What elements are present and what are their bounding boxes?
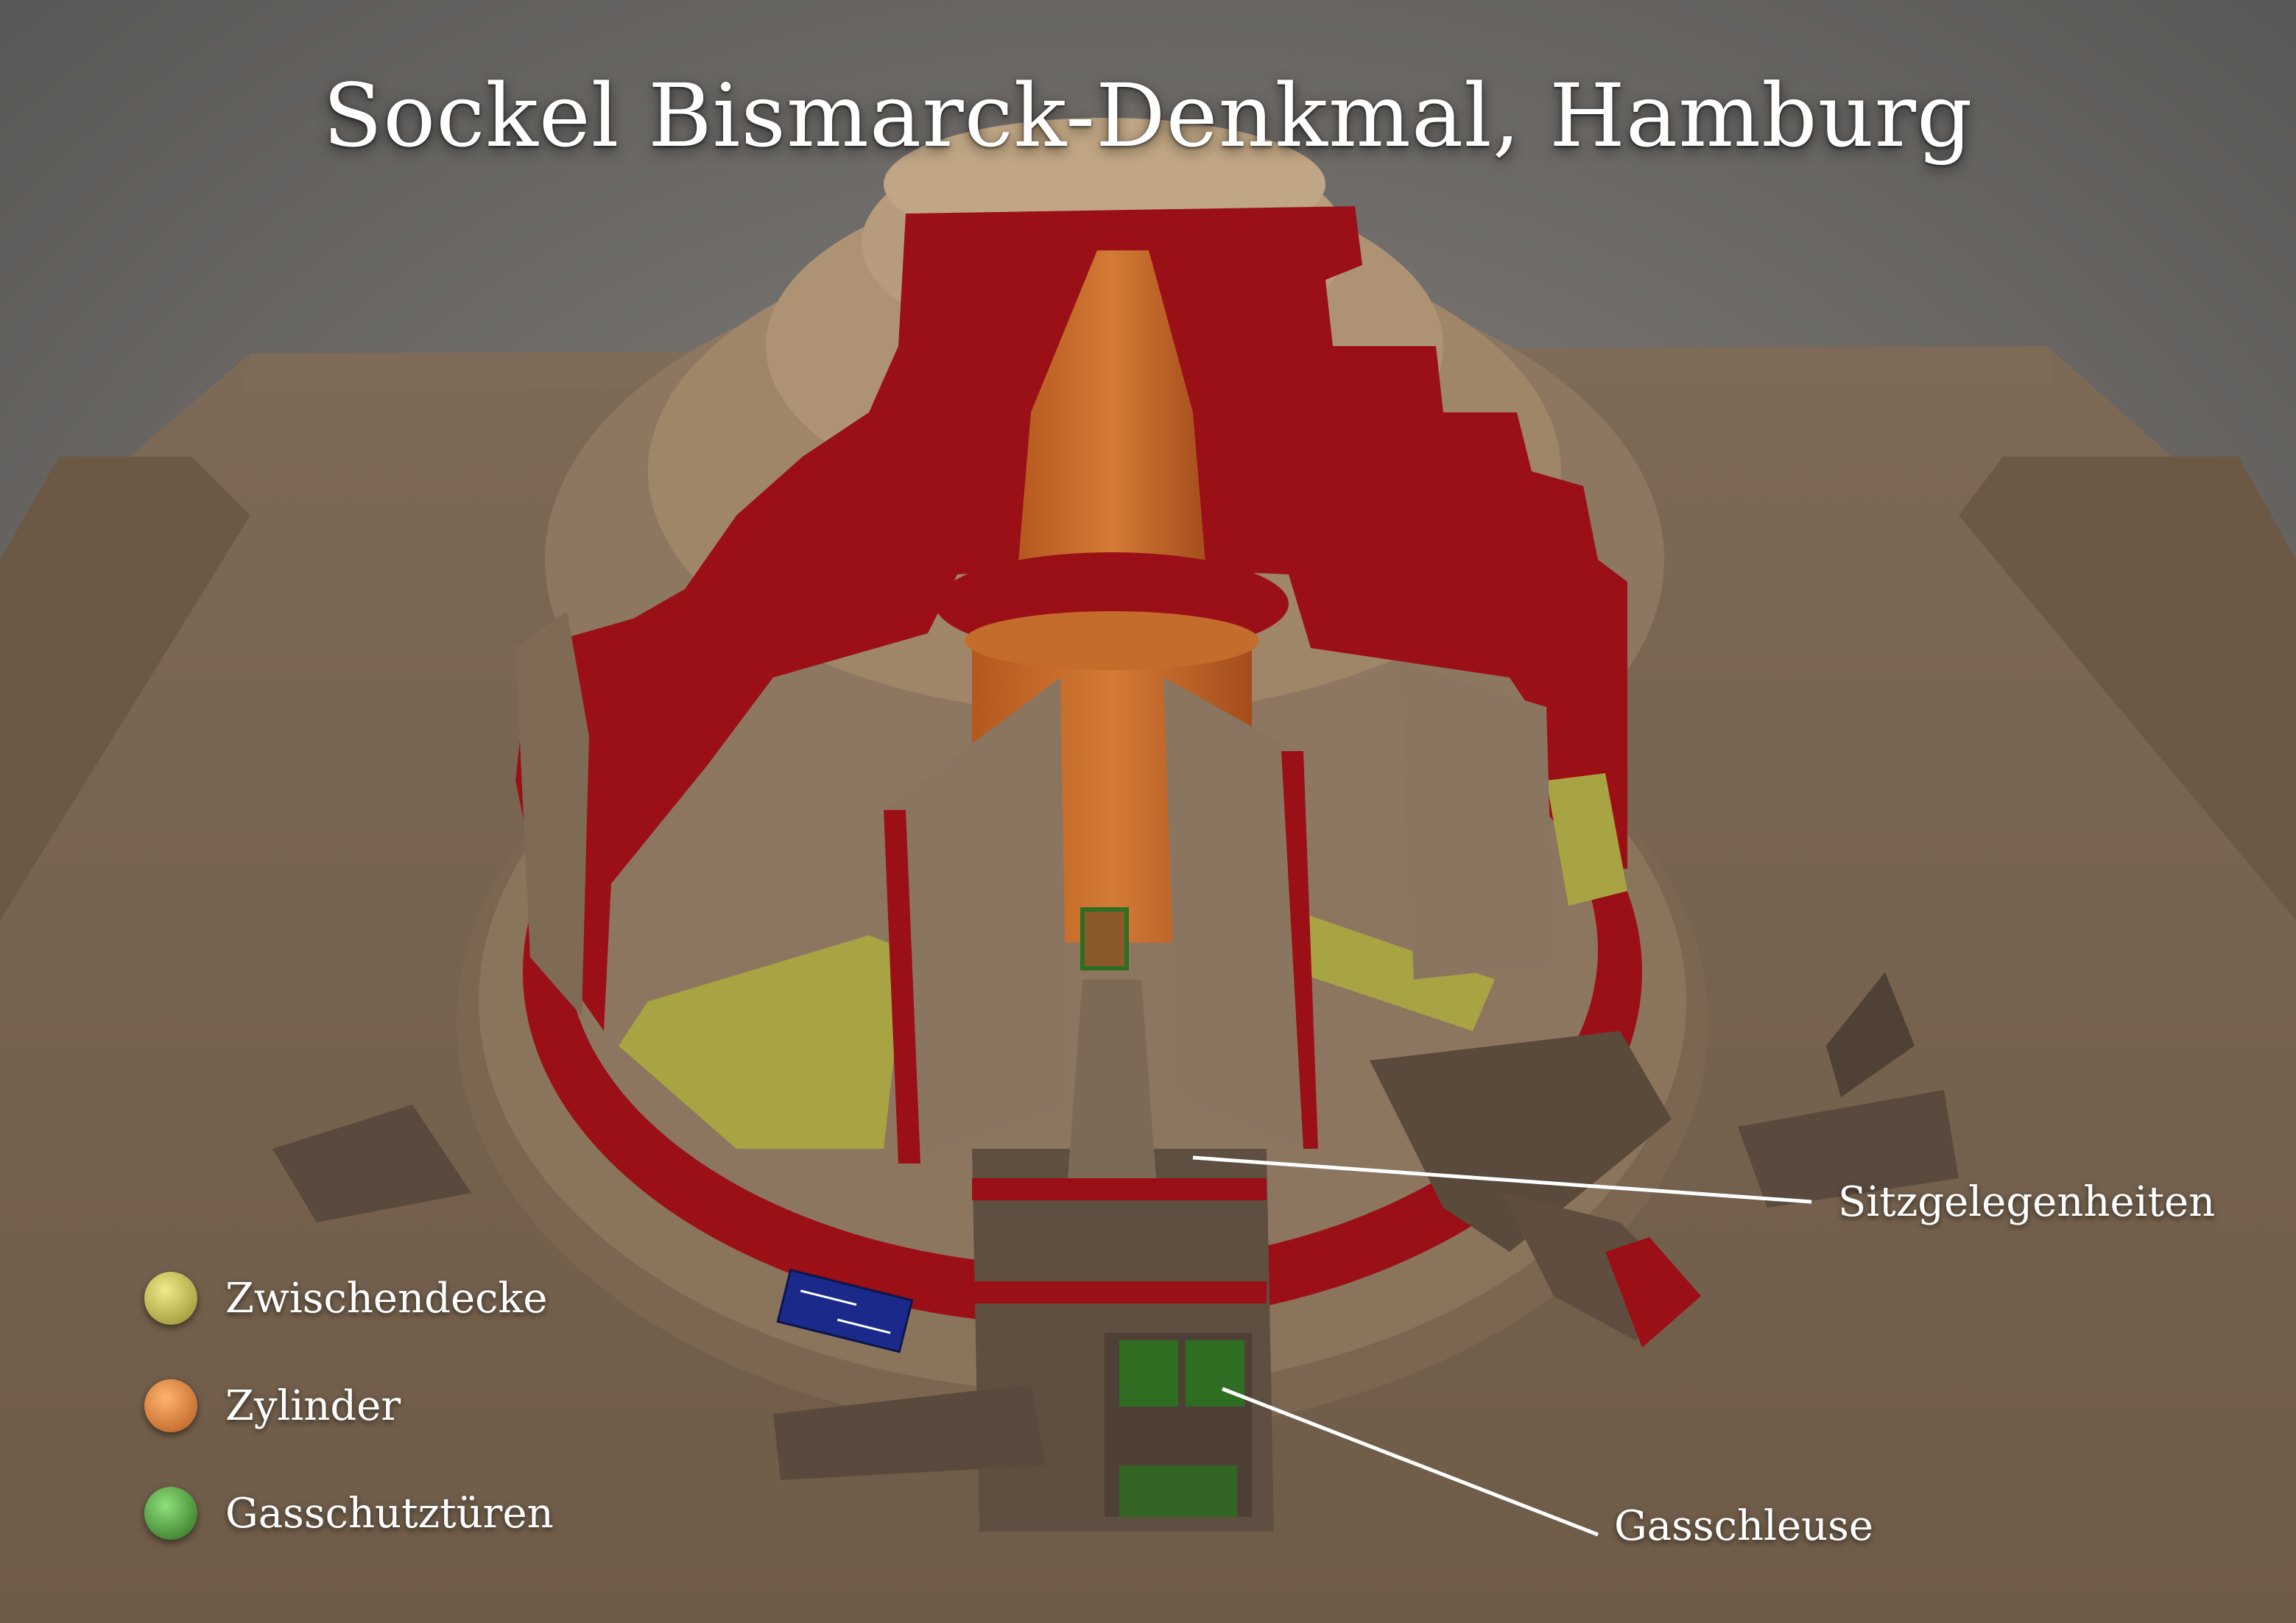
unter-hamburg-logo — [776, 1268, 914, 1353]
page-title: Sockel Bismarck-Denkmal, Hamburg — [323, 65, 1973, 166]
cut-section — [515, 206, 1627, 1031]
radial-walls — [884, 663, 1554, 1163]
legend-item-gas-doors: Gasschutztüren — [144, 1460, 554, 1567]
intermediate-ceiling — [619, 773, 1627, 1149]
legend-item-intermediate-ceiling: Zwischendecke — [144, 1244, 554, 1352]
callout-gas-lock: Gasschleuse — [1614, 1502, 1874, 1550]
gas-lock-shaft — [972, 907, 1274, 1532]
legend-dot-yellow — [144, 1272, 197, 1325]
legend-label: Zylinder — [225, 1381, 401, 1430]
callout-seating: Sitzgelegenheiten — [1838, 1178, 2216, 1226]
right-chambers — [1370, 1031, 1701, 1348]
callout-lines — [1192, 1155, 1812, 1537]
legend-item-cylinder: Zylinder — [144, 1352, 554, 1460]
stair-entrances — [272, 972, 1959, 1480]
legend-label: Gasschutztüren — [225, 1489, 554, 1538]
legend-dot-green — [144, 1487, 197, 1540]
legend-dot-orange — [144, 1379, 197, 1432]
legend: Zwischendecke Zylinder Gasschutztüren — [144, 1244, 554, 1567]
legend-label: Zwischendecke — [225, 1274, 548, 1323]
